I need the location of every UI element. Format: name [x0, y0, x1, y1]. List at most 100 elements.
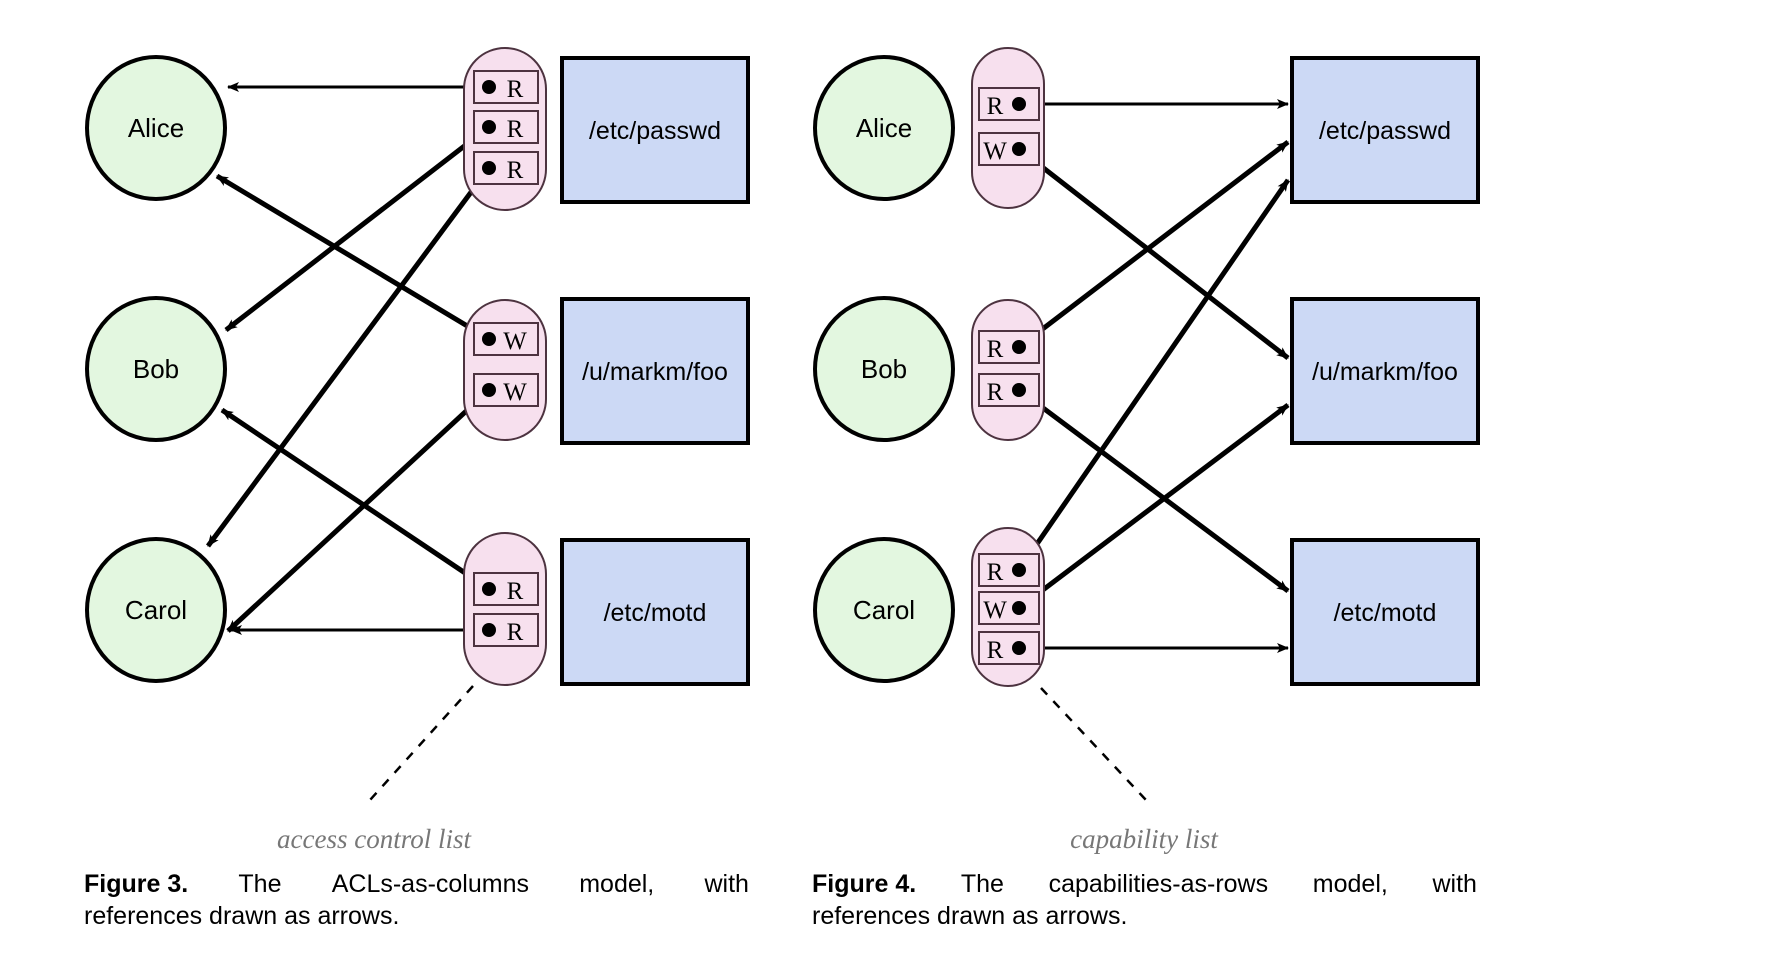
object-box-motd[interactable]: [560, 538, 750, 686]
capability-entry-box: [978, 373, 1040, 407]
capability-entry-alice-2[interactable]: W: [978, 132, 1040, 166]
figure-3-subjects: Alice Bob Carol: [85, 55, 227, 683]
capability-entry-box: [978, 591, 1040, 625]
figure-3-caption-word-1: ACLs-as-columns: [331, 870, 529, 898]
object-box-markm[interactable]: [560, 297, 750, 445]
acl-entry-markm-2[interactable]: W: [473, 373, 539, 407]
subject-label-alice: Alice: [856, 113, 912, 143]
arrow-carol-r1-passwd: [1016, 178, 1291, 572]
subject-circle-carol[interactable]: [813, 537, 955, 683]
reference-dot: [482, 383, 496, 397]
capability-entry-bob-2[interactable]: R: [978, 373, 1040, 407]
acl-entry-perm: R: [507, 116, 524, 143]
figure-4-caption-word-1: capabilities-as-rows: [1048, 870, 1269, 898]
capability-entry-alice-1[interactable]: R: [978, 87, 1040, 121]
capability-entry-perm: R: [987, 379, 1004, 406]
capability-entry-perm: R: [987, 559, 1004, 586]
object-label-motd: /etc/motd: [1334, 599, 1437, 627]
acl-entry-passwd-2[interactable]: R: [473, 110, 539, 144]
figure-4-arrows: [1016, 99, 1291, 653]
reference-dot: [482, 582, 496, 596]
subject-circle-bob[interactable]: [813, 296, 955, 442]
figure-4-subjects: Alice Bob Carol: [813, 55, 955, 683]
subject-circle-alice[interactable]: [813, 55, 955, 201]
capability-entry-carol-2[interactable]: W: [978, 591, 1040, 625]
arrow-motd-r1-bob: [220, 407, 491, 592]
figure-4-caption-word-2: model,: [1312, 870, 1388, 898]
subject-label-bob: Bob: [133, 354, 179, 384]
reference-dot: [1012, 601, 1026, 615]
object-box-motd[interactable]: [1290, 538, 1480, 686]
arrow-carol-w-markm: [1017, 403, 1290, 610]
object-box-passwd[interactable]: [560, 56, 750, 204]
reference-dot: [482, 120, 496, 134]
figure-4-caption-word-0: The: [960, 870, 1004, 898]
reference-dot: [482, 623, 496, 637]
subject-circle-carol[interactable]: [85, 537, 227, 683]
capability-entry-box: [978, 87, 1040, 121]
acl-entry-motd-1[interactable]: R: [473, 572, 539, 606]
capability-entry-perm: R: [987, 93, 1004, 120]
figure-4-objects: /etc/passwd /u/markm/foo /etc/motd: [1290, 56, 1480, 686]
capability-entry-perm: W: [983, 138, 1007, 165]
capability-entry-carol-3[interactable]: R: [978, 631, 1040, 665]
arrow-bob-r1-passwd: [1017, 140, 1290, 349]
reference-dot: [1012, 142, 1026, 156]
object-label-markm: /u/markm/foo: [582, 358, 728, 386]
figure-3-caption-word-0: The: [238, 870, 282, 898]
acl-entry-markm-1[interactable]: W: [473, 322, 539, 356]
reference-dot: [1012, 97, 1026, 111]
acl-capsule-motd[interactable]: [463, 532, 547, 686]
acl-entry-perm: W: [503, 328, 527, 355]
arrow-markm-w1-alice: [215, 173, 491, 342]
subject-label-bob: Bob: [861, 354, 907, 384]
annotation-label-access-control-list: access control list: [277, 824, 472, 854]
capability-entry-box: [978, 631, 1040, 665]
figure-3-graphics: Alice Bob Carol R R R: [85, 47, 750, 854]
arrow-markm-w2-carol: [226, 388, 491, 633]
acl-entry-perm: R: [507, 578, 524, 605]
reference-dot: [482, 80, 496, 94]
figure-3-acl-lists: R R R W W: [463, 47, 547, 686]
capability-capsule-bob[interactable]: [971, 299, 1045, 441]
object-box-passwd[interactable]: [1290, 56, 1480, 204]
acl-capsule-markm[interactable]: [463, 299, 547, 441]
acl-entry-motd-2[interactable]: R: [473, 613, 539, 647]
reference-dot: [1012, 563, 1026, 577]
capability-entry-box: [978, 132, 1040, 166]
object-label-passwd: /etc/passwd: [1319, 117, 1451, 145]
acl-entry-passwd-3[interactable]: R: [473, 151, 539, 185]
figure-3-label: Figure 3.: [84, 870, 189, 898]
annotation-label-capability-list: capability list: [1070, 824, 1219, 854]
figure-4-caption-line2: references drawn as arrows.: [812, 902, 1128, 930]
subject-label-carol: Carol: [125, 595, 187, 625]
figure-4-graphics: Alice Bob Carol R W R: [813, 47, 1480, 854]
figure-3-caption-line2: references drawn as arrows.: [84, 902, 400, 930]
capability-entry-bob-1[interactable]: R: [978, 330, 1040, 364]
subject-label-carol: Carol: [853, 595, 915, 625]
capability-entry-carol-1[interactable]: R: [978, 553, 1040, 587]
capability-entry-perm: W: [983, 597, 1007, 624]
acl-entry-passwd-1[interactable]: R: [473, 70, 539, 104]
reference-dot: [482, 332, 496, 346]
capability-entry-perm: R: [987, 637, 1004, 664]
figure-3-caption-word-3: with: [704, 870, 749, 898]
subject-circle-bob[interactable]: [85, 296, 227, 442]
reference-dot: [1012, 383, 1026, 397]
figure-3-caption-line1: Figure 3. The ACLs-as-columns model, wit…: [84, 868, 749, 900]
object-box-markm[interactable]: [1290, 297, 1480, 445]
figure-4-label: Figure 4.: [812, 870, 917, 898]
subject-circle-alice[interactable]: [85, 55, 227, 201]
acl-entry-perm: R: [507, 619, 524, 646]
object-label-markm: /u/markm/foo: [1312, 358, 1458, 386]
arrow-passwd-r2-bob: [224, 125, 491, 332]
acl-entry-perm: R: [507, 76, 524, 103]
capability-capsule-alice[interactable]: [971, 47, 1045, 209]
figure-4-capability-lists: R W R R R: [971, 47, 1045, 687]
figure-3-arrows: [205, 82, 492, 635]
acl-entry-perm: W: [503, 379, 527, 406]
reference-dot: [1012, 641, 1026, 655]
arrow-alice-w-markm: [1017, 147, 1290, 360]
capability-entry-box: [978, 553, 1040, 587]
